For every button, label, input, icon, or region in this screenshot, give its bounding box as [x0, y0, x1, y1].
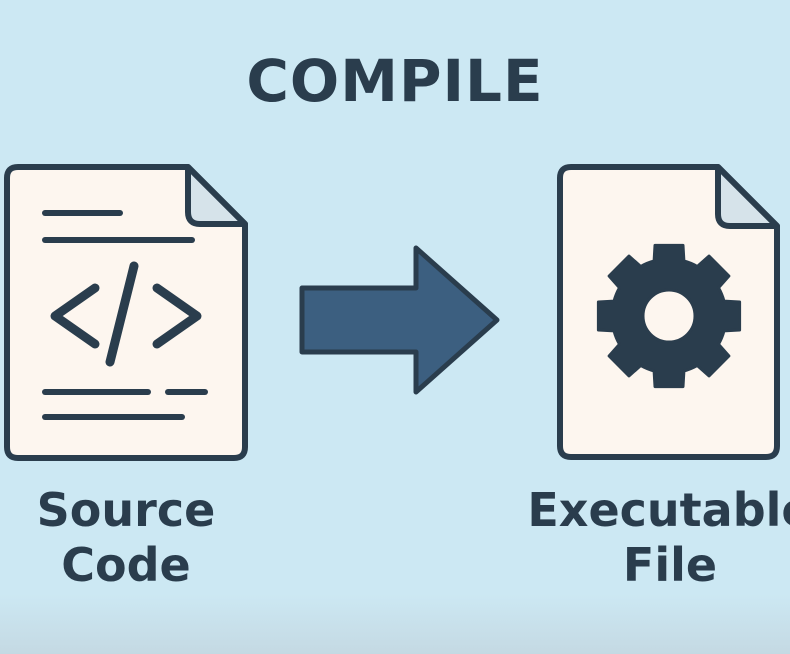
- source-label-line1: Source: [36, 483, 216, 537]
- source-label-line2: Code: [61, 538, 191, 593]
- executable-label-line2: File: [622, 538, 718, 593]
- arrow-right-icon: [299, 245, 500, 395]
- code-brackets-icon: [50, 261, 202, 367]
- source-code-document: [4, 164, 248, 461]
- gear-shape: [596, 243, 742, 389]
- executable-document-page: [557, 164, 780, 460]
- executable-label-line1: Executable: [527, 483, 790, 537]
- gear-icon: [596, 243, 742, 389]
- diagram-title: COMPILE: [246, 47, 544, 115]
- executable-document-fold: [715, 164, 780, 229]
- source-text-lines: [42, 210, 208, 420]
- source-document-fold: [185, 164, 248, 227]
- source-code-label: Source Code: [0, 483, 252, 593]
- executable-file-label: Executable File: [520, 483, 790, 593]
- executable-file-document: [557, 164, 780, 460]
